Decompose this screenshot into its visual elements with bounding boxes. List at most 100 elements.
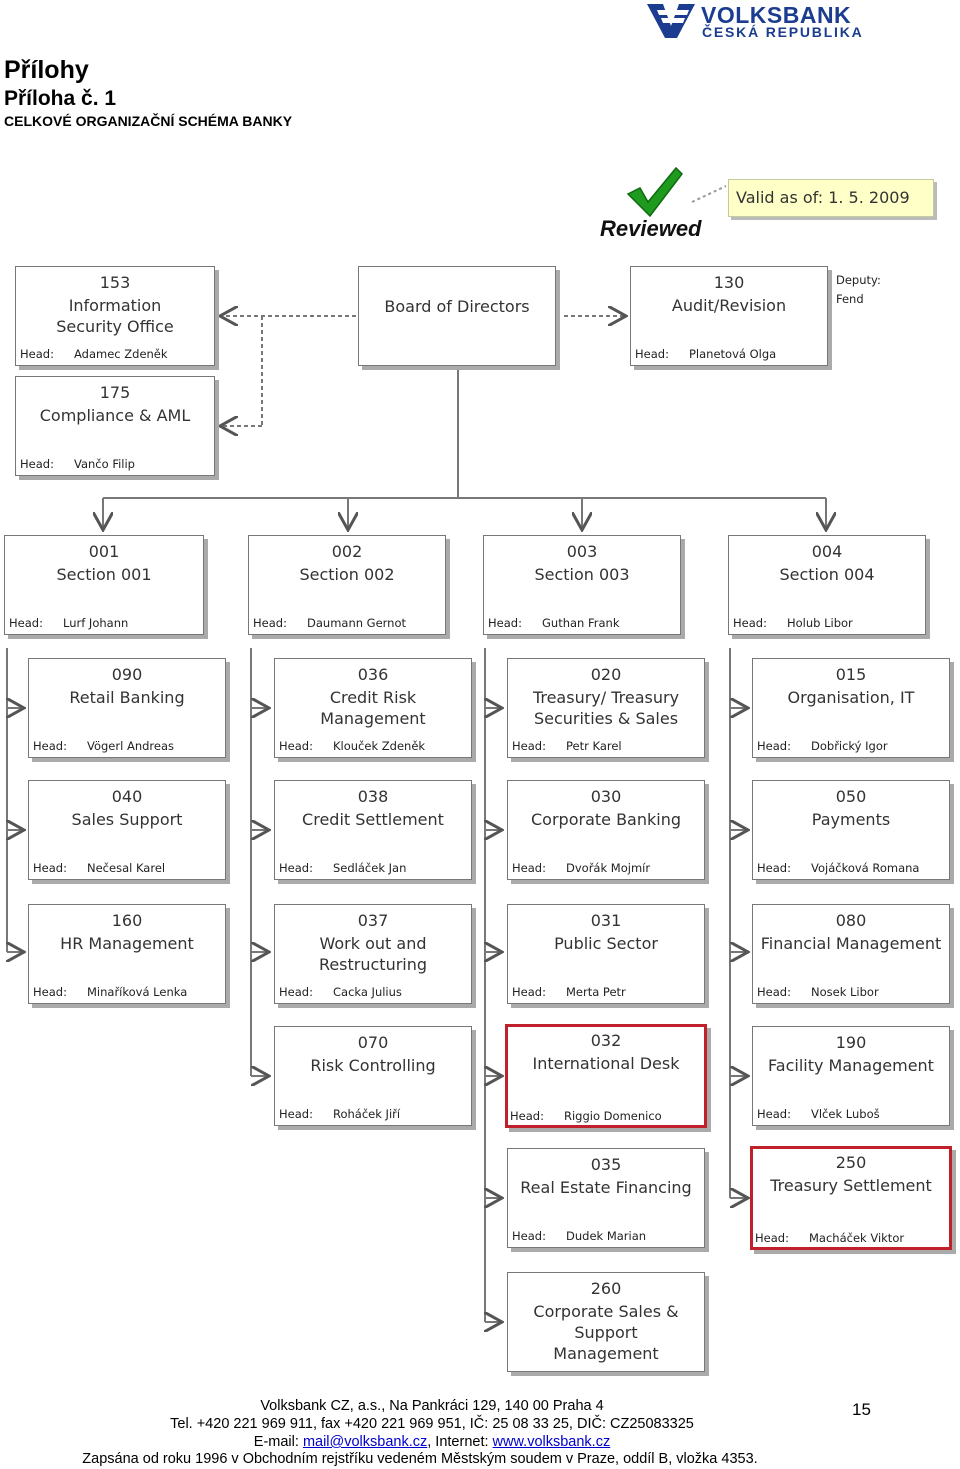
unit-number: 160 — [111, 911, 143, 930]
unit-number: 038 — [357, 787, 389, 806]
unit-name: Sales Support — [71, 810, 183, 829]
email-link[interactable]: mail@volksbank.cz — [302, 1434, 428, 1450]
unit-name: Treasury Settlement — [770, 1176, 932, 1195]
unit-head: Merta Petr — [566, 985, 626, 999]
unit-name: HR Management — [60, 934, 194, 953]
unit-name: Corporate Sales & Support Management — [533, 1302, 679, 1363]
email-label: E-mail: — [253, 1434, 303, 1450]
unit-head: Adamec Zdeněk — [74, 347, 168, 361]
deputy-name: Fend — [836, 292, 864, 306]
org-unit-036: 036 Credit Risk Management Head: Klouček… — [274, 658, 472, 758]
unit-number: 020 — [590, 665, 622, 684]
head-label: Head: — [20, 457, 54, 471]
head-label: Head: — [512, 1229, 546, 1243]
unit-number: 035 — [590, 1155, 622, 1174]
org-unit-037: 037 Work out and Restructuring Head: Cac… — [274, 904, 472, 1004]
unit-head: Daumann Gernot — [307, 616, 407, 630]
unit-head: Cacka Julius — [333, 985, 402, 999]
head-label: Head: — [488, 616, 522, 630]
unit-number: 002 — [331, 542, 363, 561]
org-unit-175: 175 Compliance & AML Head: Vančo Filip — [15, 376, 215, 476]
head-label: Head: — [512, 861, 546, 875]
org-unit-070: 070 Risk Controlling Head: Roháček Jiří — [274, 1026, 472, 1126]
unit-head: Vlček Luboš — [811, 1107, 880, 1121]
volksbank-logo-icon — [647, 4, 695, 38]
footer-registry: Zapsána od roku 1996 v Obchodním rejstří… — [82, 1451, 758, 1467]
page-number: 15 — [852, 1400, 871, 1419]
unit-number: 031 — [590, 911, 622, 930]
unit-name: Risk Controlling — [310, 1056, 436, 1075]
head-label: Head: — [279, 985, 313, 999]
board-of-directors: Board of Directors — [358, 266, 556, 366]
unit-head: Lurf Johann — [63, 616, 129, 630]
org-unit-160: 160 HR Management Head: Minaříková Lenka — [28, 904, 226, 1004]
head-label: Head: — [279, 861, 313, 875]
section-003: 003 Section 003 Head: Guthan Frank — [483, 535, 681, 635]
checkmark-icon — [626, 166, 683, 218]
head-label: Head: — [757, 1107, 791, 1121]
org-unit-260: 260 Corporate Sales & Support Management — [507, 1272, 705, 1372]
unit-name: Corporate Banking — [531, 810, 681, 829]
head-label: Head: — [755, 1231, 789, 1245]
unit-head: Vojáčková Romana — [811, 861, 920, 875]
unit-name: Information Security Office — [56, 296, 174, 336]
org-unit-038: 038 Credit Settlement Head: Sedláček Jan — [274, 780, 472, 880]
unit-head: Holub Libor — [787, 616, 853, 630]
org-unit-190: 190 Facility Management Head: Vlček Lubo… — [752, 1026, 950, 1126]
section-002: 002 Section 002 Head: Daumann Gernot — [248, 535, 446, 635]
unit-name: Retail Banking — [69, 688, 185, 707]
unit-head: Roháček Jiří — [333, 1107, 401, 1121]
head-label: Head: — [279, 1107, 313, 1121]
unit-number: 153 — [99, 273, 131, 292]
org-unit-080: 080 Financial Management Head: Nosek Lib… — [752, 904, 950, 1004]
unit-number: 250 — [835, 1153, 867, 1172]
page-subtitle: Příloha č. 1 — [4, 87, 117, 110]
unit-number: 032 — [590, 1031, 622, 1050]
head-label: Head: — [757, 861, 791, 875]
unit-name: Payments — [811, 810, 891, 829]
unit-name: Compliance & AML — [39, 406, 191, 425]
unit-number: 080 — [835, 911, 867, 930]
footer-contacts: Tel. +420 221 969 911, fax +420 221 969 … — [170, 1416, 694, 1432]
unit-number: 090 — [111, 665, 143, 684]
org-unit-031: 031 Public Sector Head: Merta Petr — [507, 904, 705, 1004]
unit-name: Section 004 — [779, 565, 875, 584]
head-label: Head: — [512, 985, 546, 999]
unit-name: Audit/Revision — [671, 296, 787, 315]
unit-number: 036 — [357, 665, 389, 684]
reviewed-stamp: Reviewed — [600, 216, 702, 241]
section-001: 001 Section 001 Head: Lurf Johann — [4, 535, 204, 635]
head-label: Head: — [733, 616, 767, 630]
head-label: Head: — [279, 739, 313, 753]
unit-name: Organisation, IT — [787, 688, 915, 707]
unit-number: 037 — [357, 911, 389, 930]
unit-head: Sedláček Jan — [333, 861, 407, 875]
unit-name: Treasury/ Treasury Securities & Sales — [532, 688, 680, 728]
footer-address: Volksbank CZ, a.s., Na Pankráci 129, 140… — [260, 1398, 604, 1414]
unit-number: 070 — [357, 1033, 389, 1052]
org-unit-130: 130 Audit/Revision Head: Planetová Olga — [630, 266, 828, 366]
footer-web: E-mail: mail@volksbank.cz, Internet: www… — [0, 1434, 952, 1450]
website-link[interactable]: www.volksbank.cz — [492, 1434, 611, 1450]
org-unit-250: 250 Treasury Settlement Head: Macháček V… — [750, 1146, 952, 1250]
unit-name: International Desk — [532, 1054, 680, 1073]
stamp-connector — [691, 185, 727, 203]
org-unit-032: 032 International Desk Head: Riggio Dome… — [505, 1024, 707, 1128]
org-unit-015: 015 Organisation, IT Head: Dobřický Igor — [752, 658, 950, 758]
unit-head: Vögerl Andreas — [87, 739, 175, 753]
head-label: Head: — [9, 616, 43, 630]
unit-number: 190 — [835, 1033, 867, 1052]
org-connectors — [6, 0, 960, 1400]
unit-name: Real Estate Financing — [520, 1178, 692, 1197]
head-label: Head: — [635, 347, 669, 361]
head-label: Head: — [33, 985, 67, 999]
unit-head: Dobřický Igor — [811, 739, 888, 753]
unit-head: Nosek Libor — [811, 985, 879, 999]
logo-subtitle: ČESKÁ REPUBLIKA — [702, 24, 864, 40]
head-label: Head: — [33, 739, 67, 753]
unit-head: Petr Karel — [566, 739, 622, 753]
head-label: Head: — [757, 739, 791, 753]
head-label: Head: — [512, 739, 546, 753]
internet-label: , Internet: — [427, 1434, 493, 1450]
unit-name: Section 002 — [299, 565, 395, 584]
